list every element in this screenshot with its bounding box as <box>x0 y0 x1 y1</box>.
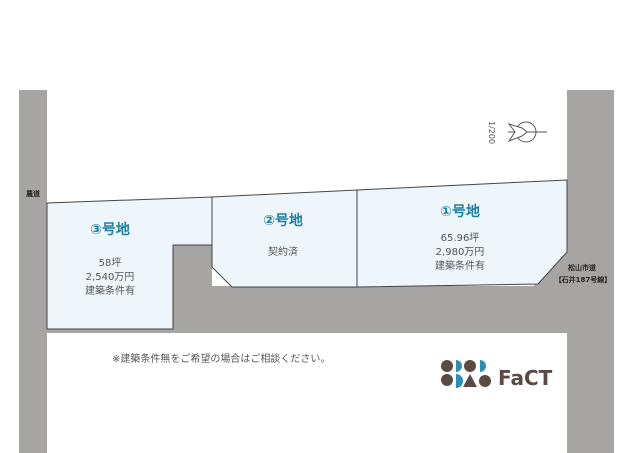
fact-logo: FaCT <box>441 360 553 390</box>
lot-2[interactable] <box>211 189 358 288</box>
lot-3-title: ③号地 <box>90 221 130 238</box>
left-road-label: 農道 <box>26 189 40 198</box>
right-road-label-2: 【石井187号線】 <box>555 275 612 284</box>
logo-brand: FaCT <box>498 366 553 390</box>
lot-1-area: 65.96坪 <box>441 231 480 244</box>
front-road <box>47 245 567 333</box>
lot-3-area: 58坪 <box>99 256 122 269</box>
right-road-label-1: 松山市道 <box>568 263 596 272</box>
lot-1-condition: 建築条件有 <box>435 259 485 272</box>
lot-3-price: 2,540万円 <box>86 272 135 283</box>
lot-1-title: ①号地 <box>440 203 480 220</box>
lot-2-title: ②号地 <box>263 212 303 229</box>
lot-3-condition: 建築条件有 <box>85 284 135 297</box>
right-road <box>567 90 614 453</box>
scale-label: 1/200 <box>487 121 496 144</box>
lot-2-status: 契約済 <box>268 245 298 258</box>
lot-1-price: 2,980万円 <box>436 247 485 258</box>
lot-1[interactable] <box>356 179 568 288</box>
left-road <box>19 90 47 453</box>
note-text: ※建築条件無をご希望の場合はご相談ください。 <box>112 354 331 365</box>
north-arrow-icon <box>507 121 547 143</box>
